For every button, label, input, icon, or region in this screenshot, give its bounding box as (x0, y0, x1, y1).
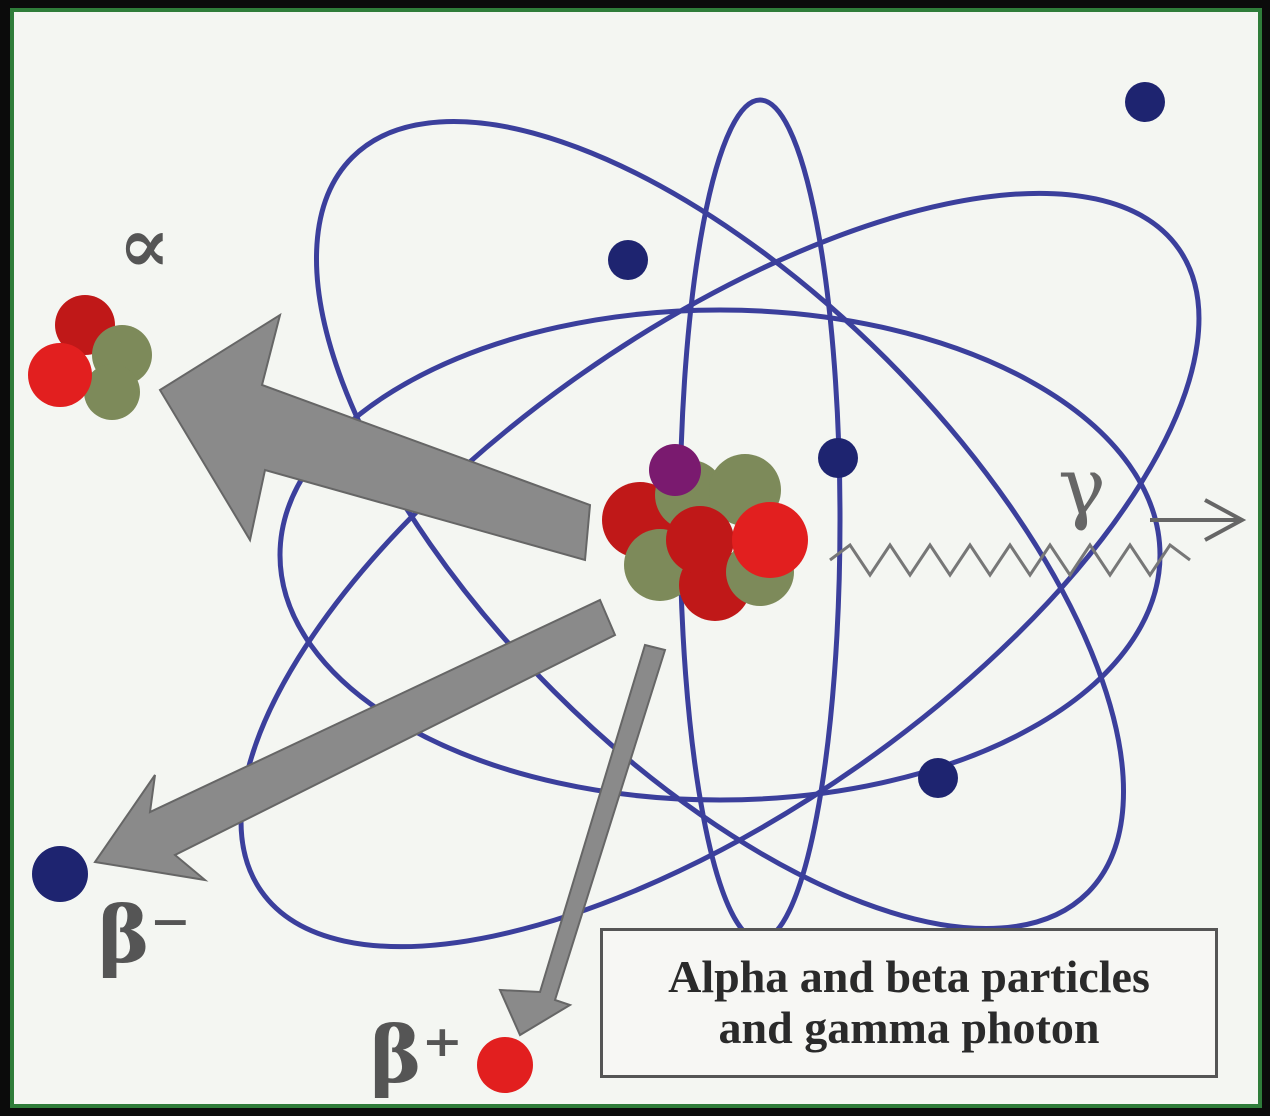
nucleus (602, 444, 808, 621)
beta-plus-arrow (498, 643, 667, 1037)
alpha-arrow (158, 312, 592, 562)
caption-box: Alpha and beta particles and gamma photo… (600, 928, 1218, 1078)
beta-plus-label: β⁺ (370, 1010, 463, 1101)
beta-minus-arrow (93, 598, 617, 882)
electron (918, 758, 958, 798)
gamma-label: γ (1058, 440, 1106, 533)
electron (608, 240, 648, 280)
alpha-label: ∝ (118, 200, 171, 291)
positron (477, 1037, 533, 1093)
caption-text: Alpha and beta particles and gamma photo… (668, 951, 1150, 1053)
beta-minus-label: β⁻ (98, 890, 191, 981)
orbit-ellipse (277, 307, 1163, 803)
orbit-ellipse (313, 118, 1127, 932)
electron-beta-minus (32, 846, 88, 902)
gamma-wave (829, 542, 1191, 578)
electron (818, 438, 858, 478)
alpha-particle (28, 295, 152, 420)
orbit-ellipse (238, 190, 1202, 950)
gamma-arrow-head (1204, 498, 1247, 542)
electron (1125, 82, 1165, 122)
